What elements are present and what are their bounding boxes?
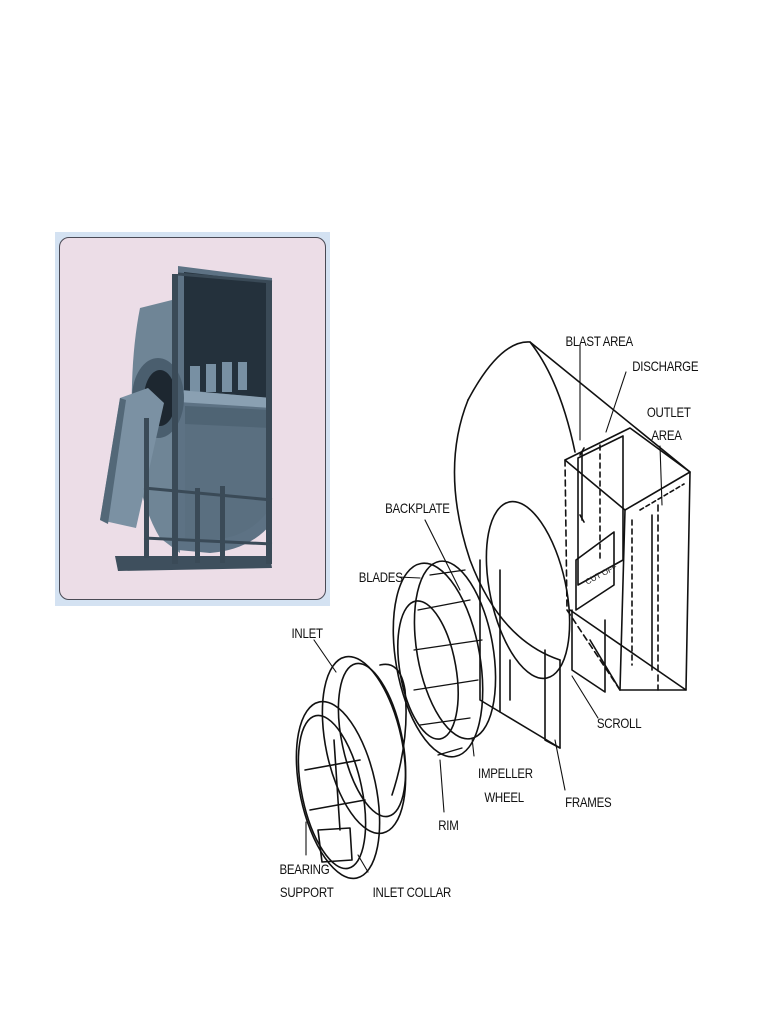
label-impeller-wheel-1: IMPELLER: [478, 765, 533, 781]
label-backplate: BACKPLATE: [385, 500, 450, 516]
label-inlet-collar: INLET COLLAR: [373, 884, 451, 900]
diagram-labels: BLAST AREA DISCHARGE OUTLET AREA BACKPLA…: [279, 333, 698, 900]
label-outlet-area-2: AREA: [651, 427, 682, 443]
label-blades: BLADES: [359, 569, 403, 585]
label-rim: RIM: [438, 817, 458, 833]
label-impeller-wheel-2: WHEEL: [484, 789, 524, 805]
label-scroll: SCROLL: [597, 715, 642, 731]
fan-exploded-diagram: CUT OFF: [279, 333, 698, 900]
label-outlet-area-1: OUTLET: [647, 404, 691, 420]
label-bearing-support-1: BEARING: [279, 861, 329, 877]
fan-photo-frame: [55, 232, 330, 606]
label-frames: FRAMES: [565, 794, 611, 810]
fan-photo: [59, 237, 326, 600]
leader-lines: [305, 344, 663, 873]
label-bearing-support-2: SUPPORT: [280, 884, 334, 900]
scroll-housing: CUT OFF: [453, 341, 691, 749]
label-blast-area: BLAST AREA: [565, 333, 633, 349]
inlet-cone: [295, 655, 407, 880]
label-inlet: INLET: [291, 625, 323, 641]
centrifugal-fan-photo: [100, 266, 273, 571]
label-discharge: DISCHARGE: [632, 358, 698, 374]
